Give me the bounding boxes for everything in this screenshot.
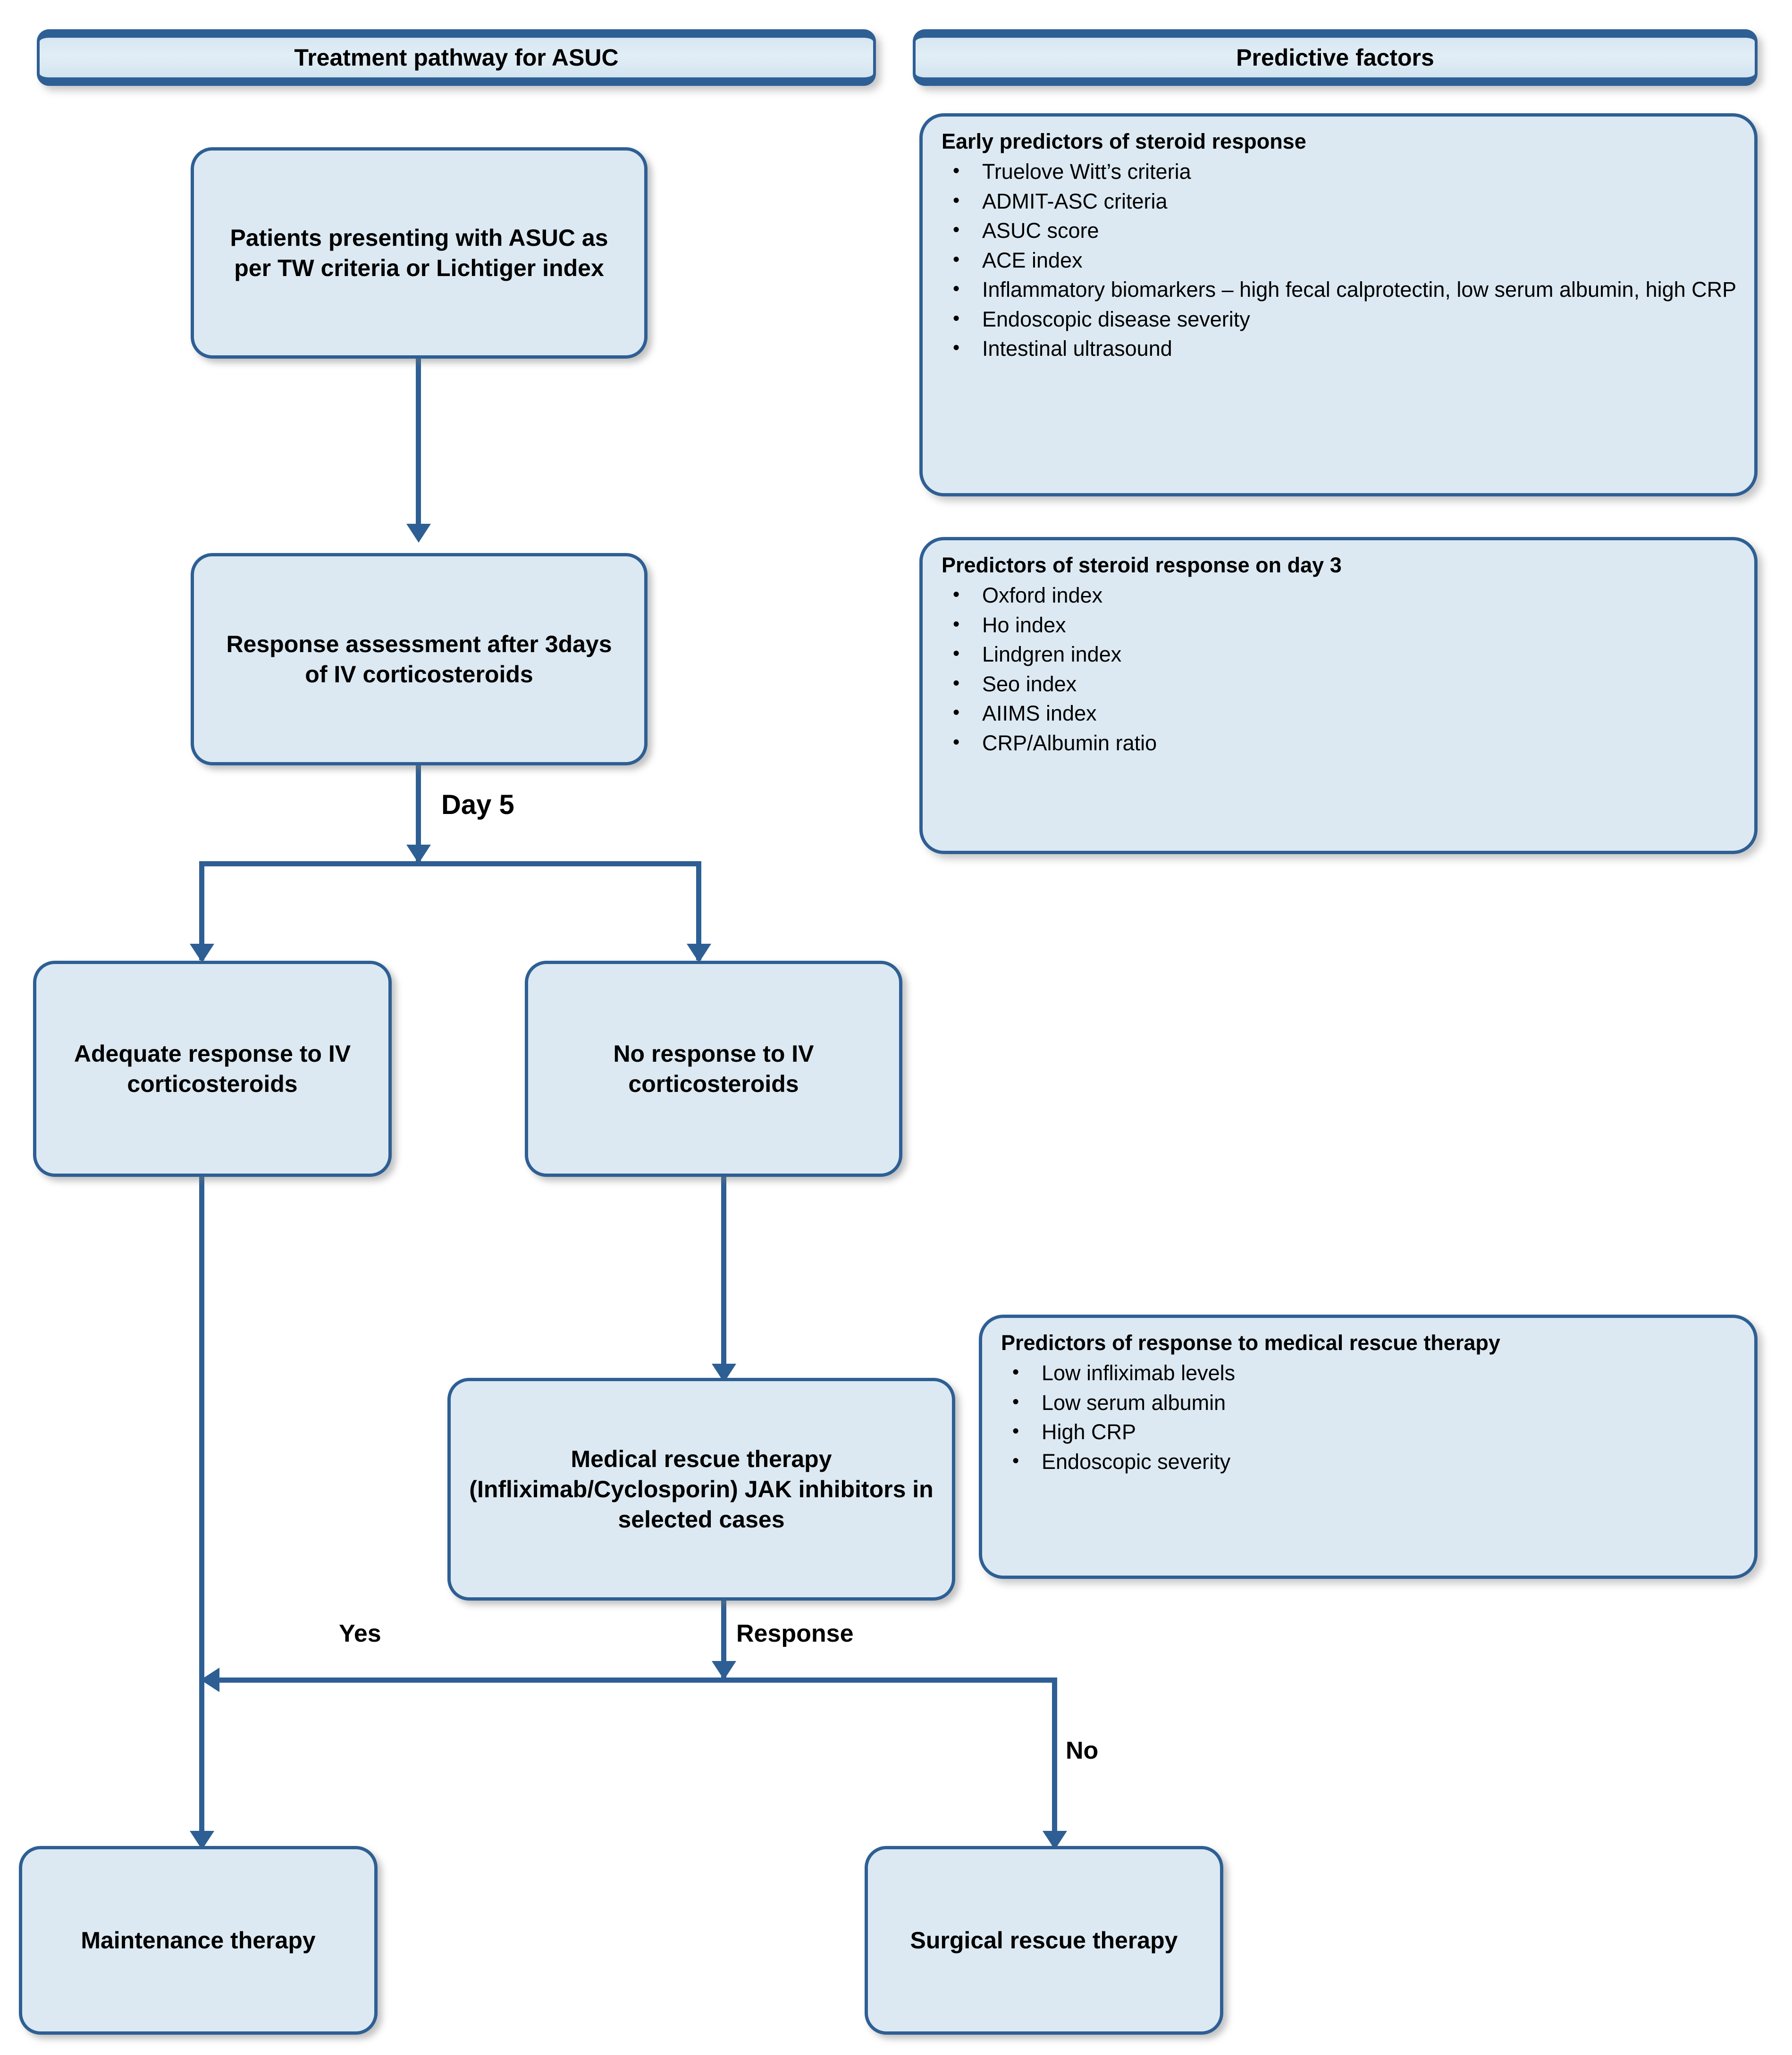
node-no-response[interactable]: No response to IV corticosteroids — [525, 961, 902, 1177]
list-item-label: High CRP — [1042, 1420, 1136, 1444]
node-response-assessment-label: Response assessment after 3days of IV co… — [226, 631, 612, 688]
list-item-label: Low serum albumin — [1042, 1390, 1226, 1415]
list-item-label: Ho index — [982, 612, 1066, 637]
bullet-icon: • — [1012, 1390, 1019, 1412]
edge-label-response: Response — [736, 1620, 854, 1647]
list-item-label: ADMIT-ASC criteria — [982, 189, 1168, 213]
list-item: • Low serum albumin — [1001, 1389, 1738, 1417]
list-item-label: Low infliximab levels — [1042, 1361, 1236, 1385]
node-surgical-rescue-therapy-label: Surgical rescue therapy — [910, 1927, 1178, 1954]
bullet-icon: • — [953, 612, 960, 635]
bullet-icon: • — [953, 701, 960, 723]
bullet-icon: • — [953, 159, 960, 181]
list-item: • Inflammatory biomarkers – high fecal ca… — [942, 276, 1738, 304]
connector-presenting-to-assessment — [416, 359, 421, 538]
bullet-icon: • — [953, 218, 960, 240]
edge-label-yes: Yes — [339, 1620, 381, 1647]
panel-rescue-predictors-title: Predictors of response to medical rescue… — [1001, 1331, 1500, 1355]
bullet-icon: • — [953, 189, 960, 211]
node-surgical-rescue-therapy[interactable]: Surgical rescue therapy — [865, 1846, 1223, 2035]
header-treatment-pathway-label: Treatment pathway for ASUC — [294, 44, 619, 71]
list-item-label: Lindgren index — [982, 642, 1122, 666]
list-item: • Truelove Witt’s criteria — [942, 158, 1738, 186]
connector-no-to-surgical — [1052, 1678, 1057, 1847]
arrowhead-split-to-adequate — [190, 944, 214, 963]
list-item: • Seo index — [942, 671, 1738, 698]
list-item-label: Endoscopic disease severity — [982, 307, 1250, 331]
list-item-label: ASUC score — [982, 218, 1099, 243]
list-item-label: CRP/Albumin ratio — [982, 730, 1157, 755]
list-item: • Lindgren index — [942, 641, 1738, 669]
panel-early-predictors-list: • Truelove Witt’s criteria • ADMIT-ASC cri… — [942, 158, 1738, 363]
header-treatment-pathway: Treatment pathway for ASUC — [37, 29, 876, 86]
list-item: • High CRP — [1001, 1418, 1738, 1446]
list-item: • CRP/Albumin ratio — [942, 730, 1738, 757]
arrowhead-presenting-to-assessment — [406, 524, 431, 543]
bullet-icon: • — [953, 277, 960, 299]
list-item-label: Endoscopic severity — [1042, 1449, 1231, 1474]
panel-day3-predictors-title: Predictors of steroid response on day 3 — [942, 553, 1342, 577]
list-item: • ADMIT-ASC criteria — [942, 188, 1738, 216]
panel-early-predictors-title: Early predictors of steroid response — [942, 129, 1306, 153]
node-maintenance-therapy[interactable]: Maintenance therapy — [19, 1846, 378, 2035]
connector-split-to-adequate — [199, 861, 204, 960]
header-predictive-factors-label: Predictive factors — [1236, 44, 1434, 71]
connector-split-to-no-response — [696, 861, 701, 960]
list-item: • Ho index — [942, 612, 1738, 639]
bullet-icon: • — [953, 642, 960, 664]
bullet-icon: • — [1012, 1420, 1019, 1442]
bullet-icon: • — [953, 307, 960, 329]
list-item: • Oxford index — [942, 582, 1738, 610]
list-item: • Intestinal ultrasound — [942, 335, 1738, 363]
list-item-label: AIIMS index — [982, 701, 1097, 725]
connector-adequate-to-maintenance — [199, 1175, 204, 1845]
bullet-icon: • — [953, 671, 960, 694]
arrowhead-split-to-no-response — [687, 944, 711, 963]
node-patients-presenting[interactable]: Patients presenting with ASUC as per TW … — [191, 147, 648, 359]
edge-label-day5: Day 5 — [441, 789, 514, 820]
list-item-label: Inflammatory biomarkers – high fecal cal… — [982, 277, 1737, 302]
connector-no-response-to-rescue — [721, 1175, 726, 1378]
panel-day3-predictors-list: •Oxford index •Ho index •Lindgren index … — [942, 582, 1738, 757]
arrowhead-yes-to-maintenance — [201, 1668, 219, 1692]
arrowhead-rescue-to-response-junction — [712, 1661, 736, 1680]
header-predictive-factors: Predictive factors — [913, 29, 1758, 86]
panel-day3-predictors: Predictors of steroid response on day 3 … — [919, 537, 1758, 854]
bullet-icon: • — [953, 336, 960, 358]
node-maintenance-therapy-label: Maintenance therapy — [81, 1927, 316, 1954]
bullet-icon: • — [953, 730, 960, 753]
node-medical-rescue-therapy[interactable]: Medical rescue therapy (Infliximab/Cyclo… — [447, 1378, 955, 1601]
bullet-icon: • — [953, 248, 960, 270]
list-item: • Low infliximab levels — [1001, 1359, 1738, 1387]
connector-assessment-to-split — [416, 764, 421, 861]
node-patients-presenting-label: Patients presenting with ASUC as per TW … — [230, 225, 608, 281]
panel-rescue-predictors: Predictors of response to medical rescue… — [979, 1315, 1758, 1579]
bullet-icon: • — [1012, 1361, 1019, 1383]
list-item-label: Seo index — [982, 671, 1077, 696]
list-item-label: Oxford index — [982, 583, 1103, 607]
node-response-assessment[interactable]: Response assessment after 3days of IV co… — [191, 553, 648, 765]
response-bar — [208, 1678, 1057, 1683]
list-item-label: ACE index — [982, 248, 1083, 272]
node-medical-rescue-therapy-label: Medical rescue therapy (Infliximab/Cyclo… — [469, 1446, 934, 1533]
connector-rescue-to-response-junction — [721, 1600, 726, 1680]
node-adequate-response-label: Adequate response to IV corticosteroids — [74, 1040, 351, 1097]
list-item: • ACE index — [942, 247, 1738, 275]
list-item: • Endoscopic severity — [1001, 1448, 1738, 1476]
list-item: • ASUC score — [942, 217, 1738, 245]
node-adequate-response[interactable]: Adequate response to IV corticosteroids — [33, 961, 392, 1177]
list-item: • Endoscopic disease severity — [942, 306, 1738, 334]
node-no-response-label: No response to IV corticosteroids — [613, 1040, 814, 1097]
panel-early-predictors: Early predictors of steroid response • Tr… — [919, 113, 1758, 496]
split-bar-day5 — [199, 861, 701, 866]
edge-label-no: No — [1066, 1737, 1099, 1764]
bullet-icon: • — [953, 583, 960, 605]
list-item-label: Intestinal ultrasound — [982, 336, 1172, 361]
bullet-icon: • — [1012, 1449, 1019, 1471]
panel-rescue-predictors-list: • Low infliximab levels • Low serum albumi… — [1001, 1359, 1738, 1476]
list-item: • AIIMS index — [942, 700, 1738, 728]
list-item-label: Truelove Witt’s criteria — [982, 159, 1191, 184]
arrowhead-assessment-to-split — [406, 845, 431, 864]
